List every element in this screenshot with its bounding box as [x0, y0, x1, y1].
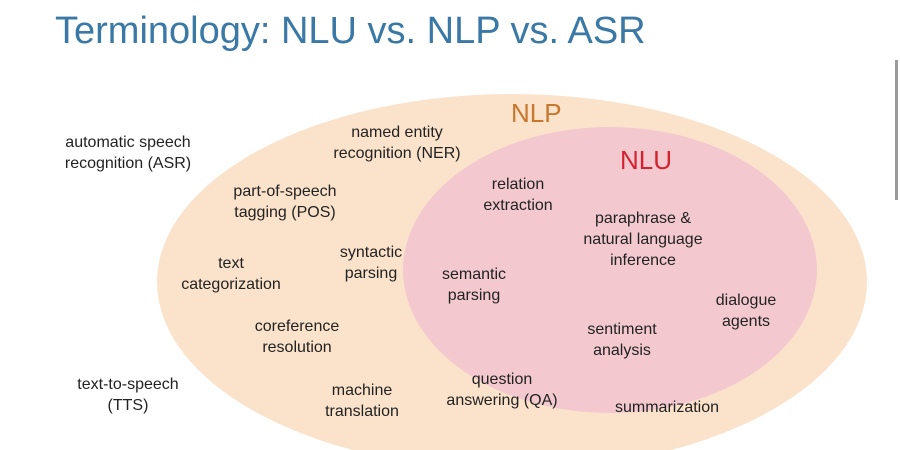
term-semantic-parsing: semantic parsing: [441, 266, 507, 304]
frame-edge: [895, 60, 898, 200]
term-coreference: coreference resolution: [254, 318, 340, 356]
nlu-ellipse: [403, 127, 817, 413]
term-syntactic-parsing: syntactic parsing: [339, 244, 403, 282]
nlp-set-label: NLP: [511, 98, 562, 128]
term-dialogue-agents: dialogue agents: [715, 292, 777, 330]
term-ner: named entity recognition (NER): [333, 124, 461, 162]
term-sentiment-analysis: sentiment analysis: [587, 321, 657, 359]
term-text-categorization: text categorization: [181, 255, 281, 293]
term-relation-extraction: relation extraction: [483, 176, 553, 214]
term-nli: paraphrase & natural language inference: [583, 210, 703, 269]
nlu-set-label: NLU: [620, 145, 673, 175]
term-asr: automatic speech recognition (ASR): [64, 134, 192, 172]
term-qa: question answering (QA): [446, 371, 558, 409]
term-pos: part-of-speech tagging (POS): [233, 183, 337, 221]
term-summarization: summarization: [614, 399, 720, 416]
term-machine-translation: machine translation: [325, 382, 399, 420]
term-tts: text-to-speech (TTS): [77, 376, 179, 414]
slide-title: Terminology: NLU vs. NLP vs. ASR: [55, 10, 646, 52]
